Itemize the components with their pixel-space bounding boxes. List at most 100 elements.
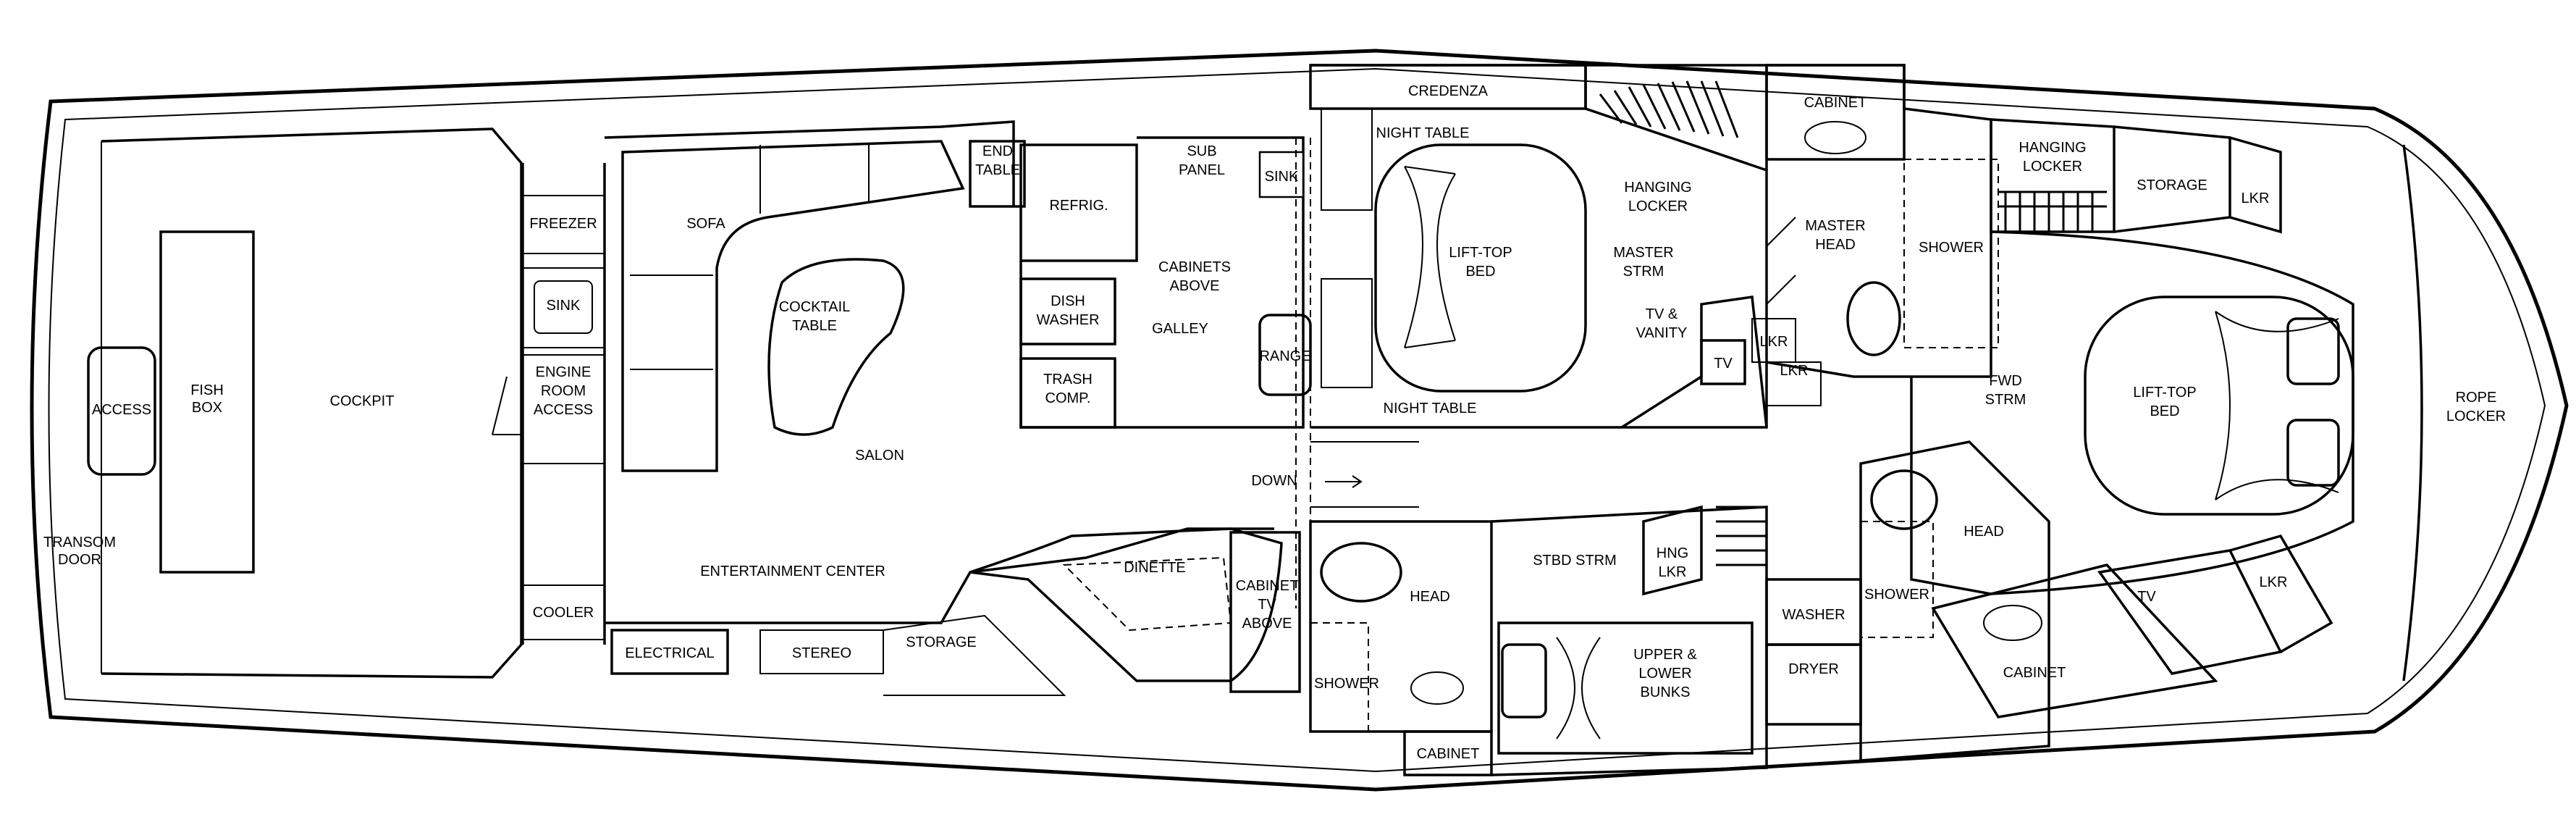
label-lkr-fwd-top: LKR (2242, 190, 2270, 206)
label-cabinet-fwd: CABINET (2003, 665, 2066, 681)
fwd-bed-pillow-2 (2286, 419, 2340, 487)
rope-locker-wall (2402, 144, 2423, 682)
hull-inner-line (48, 67, 2546, 773)
storage-fwd-outline (2113, 125, 2231, 233)
hull-outline (30, 49, 2569, 792)
label-stbd-strm: STBD STRM (1533, 553, 1617, 569)
down-arrow (1325, 475, 1363, 488)
bunk-fixture (1501, 643, 1547, 718)
sofa-outline (621, 140, 965, 472)
lift-top-bed-master (1374, 143, 1587, 393)
shower-master-outline (1903, 159, 1999, 348)
sink-master-head (1804, 121, 1866, 154)
storage-outline (883, 614, 1066, 696)
master-strm-outline (1310, 64, 1768, 429)
bunks-mechanism (1556, 637, 1601, 740)
label-sofa: SOFA (686, 216, 725, 232)
stereo-box (759, 629, 884, 674)
hanging-locker-hatch-fwd (1998, 190, 2107, 232)
label-dinette: DINETTE (1124, 560, 1186, 576)
hng-lkr-outline (1642, 505, 1703, 596)
refrigerator (1019, 143, 1138, 262)
toilet-center-head (1320, 542, 1402, 603)
cabinet-fwd-outline (1931, 563, 2218, 718)
night-table-bottom (1321, 278, 1373, 388)
toilet-fwd-head (1870, 469, 1938, 530)
cabinet-center (1403, 730, 1493, 776)
shower-center-outline (1310, 622, 1369, 732)
label-access: ACCESS (92, 402, 151, 418)
label-shower-center: SHOWER (1314, 676, 1379, 692)
label-shower-fwd: SHOWER (1864, 587, 1929, 603)
label-lkr-master-2: LKR (1780, 363, 1809, 379)
label-washer: WASHER (1782, 607, 1845, 623)
label-cabinet-center: CABINET (1417, 746, 1480, 762)
sink-box-aft (522, 267, 605, 348)
access-hatch (87, 346, 156, 476)
cabinet-tv-above (1229, 531, 1301, 693)
label-cabinet-master-head: CABINET (1804, 95, 1867, 111)
label-lkr-master-1: LKR (1760, 334, 1788, 350)
label-electrical: ELECTRICAL (625, 645, 714, 661)
label-freezer: FREEZER (529, 216, 597, 232)
label-head-center: HEAD (1410, 589, 1450, 605)
label-cooler: COOLER (533, 605, 594, 621)
label-head-fwd: HEAD (1963, 524, 2004, 540)
electrical-panel (610, 629, 729, 675)
sink-fwd-head (1983, 605, 2042, 641)
sink-center-head (1410, 671, 1464, 705)
fish-box (159, 230, 255, 574)
bunks-outline (1497, 621, 1754, 755)
label-storage-salon: STORAGE (906, 634, 976, 650)
label-tv-fwd: TV (2137, 589, 2156, 605)
dryer-box (1765, 643, 1862, 726)
head-door-swing (1766, 217, 1796, 305)
fwd-bed-pillow-1 (2286, 317, 2340, 385)
label-shower-master: SHOWER (1919, 240, 1984, 256)
label-galley: GALLEY (1152, 321, 1208, 337)
label-stereo: STEREO (792, 645, 851, 661)
label-credenza: CREDENZA (1408, 83, 1489, 99)
label-range: RANGE (1259, 348, 1310, 364)
night-table-top (1321, 108, 1373, 211)
label-sink-galley: SINK (1265, 169, 1299, 185)
lift-top-bed-fwd (2084, 296, 2354, 516)
tv-master (1700, 339, 1746, 385)
label-lkr-fwd-bottom: LKR (2260, 574, 2288, 590)
hanging-locker-hatch-master (1599, 80, 1739, 138)
label-night-table-top: NIGHT TABLE (1376, 125, 1470, 141)
salon-wall-bottom (605, 527, 1274, 624)
stair-lines (1310, 427, 1419, 508)
dish-washer (1019, 277, 1116, 345)
salon-wall-top (604, 120, 1015, 206)
label-cockpit: COCKPIT (330, 393, 395, 409)
cooler-box (522, 585, 605, 640)
engine-access-box (522, 354, 605, 464)
fwd-hanging-locker-outline (1990, 118, 2116, 233)
end-table (969, 140, 1026, 208)
shower-fwd-outline (1861, 521, 1934, 638)
dinette-outline (969, 527, 1283, 682)
label-storage-fwd: STORAGE (2137, 177, 2207, 193)
freezer-box (522, 195, 605, 254)
label-down: DOWN (1251, 473, 1297, 489)
trash-compactor (1019, 357, 1116, 429)
stair-steps-stbd (1716, 506, 1767, 566)
toilet-master-head (1846, 281, 1901, 356)
bed-lift-mechanism-fwd (2215, 311, 2339, 500)
